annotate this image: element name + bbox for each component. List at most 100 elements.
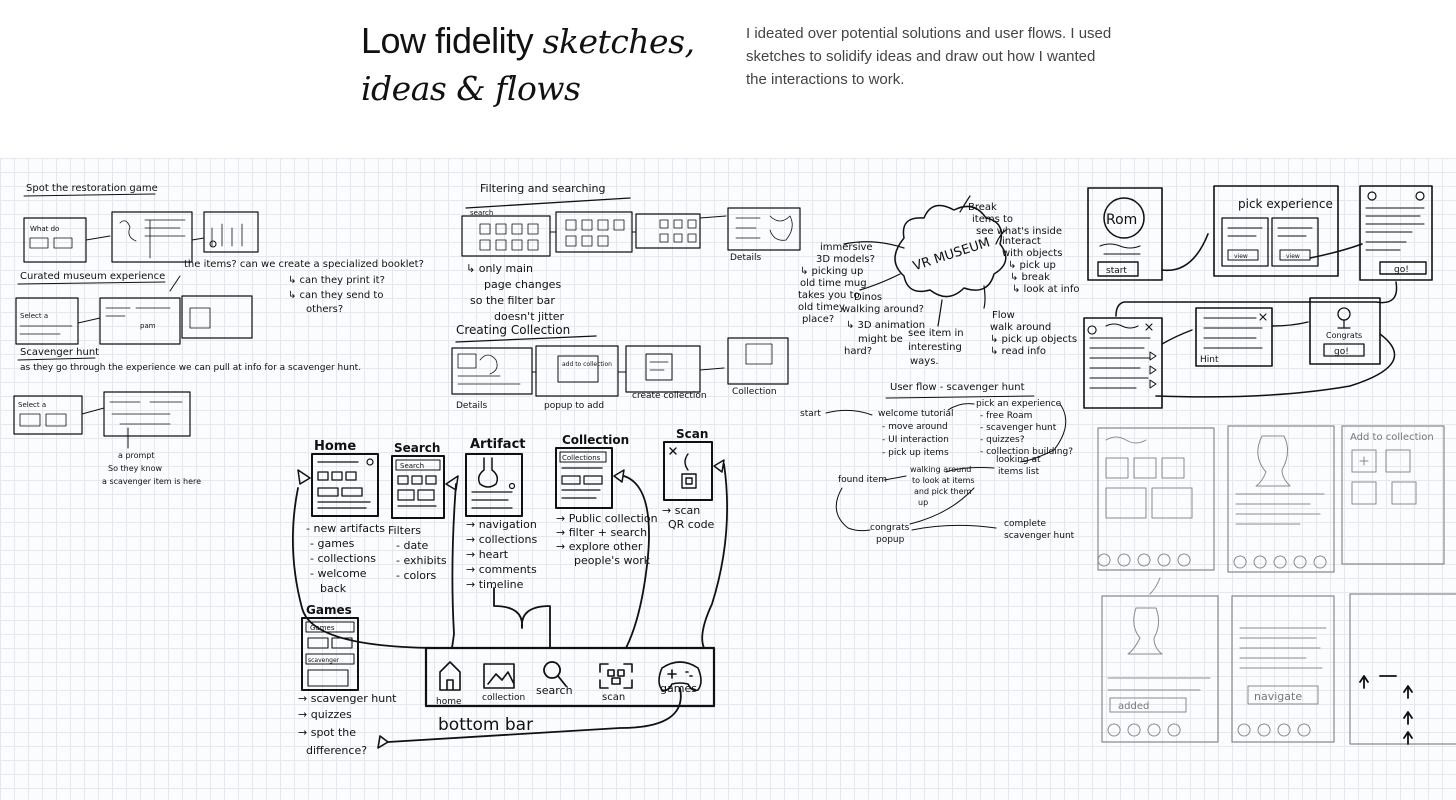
games-note-4: difference? (306, 744, 367, 757)
search-frame (391, 455, 445, 519)
home-avatar (366, 458, 374, 466)
home-note-4: - welcome (310, 567, 367, 580)
wf-arrow-2 (1309, 243, 1363, 259)
search-note-4: - colors (396, 569, 437, 582)
vr-dinos-4: might be (858, 334, 903, 345)
pc-scribble-3 (1351, 449, 1417, 505)
games-card (307, 669, 349, 687)
games-icon (658, 661, 702, 692)
col-label-2: popup to add (544, 401, 604, 411)
filter-underline (465, 197, 631, 209)
pc-frame-2 (1227, 425, 1335, 573)
vr-dinos-2: walking around? (842, 304, 924, 315)
uf-congrats-2: popup (876, 535, 905, 545)
search-note-2: - date (396, 539, 429, 552)
scav-note: as they go through the experience we can… (20, 363, 361, 373)
sketch-group-userflow: User flow - scavenger hunt start welcome… (800, 382, 1075, 545)
home-frame (311, 453, 379, 517)
line-home-bar (291, 487, 445, 649)
col-frame-2 (535, 345, 619, 397)
vr-dinos-5: hard? (844, 346, 872, 357)
uf-start: start (800, 409, 821, 419)
vr-left-1: immersive (820, 242, 873, 253)
wf-pick-btn-b-text: view (1286, 253, 1300, 260)
title-italic-2: ideas & flows (361, 69, 581, 108)
curated-note-arrow (169, 275, 181, 292)
vr-see-2: interesting (908, 342, 962, 353)
uf-congrats-1: congrats (870, 523, 910, 533)
curated-arrow (77, 317, 101, 324)
line-scan-bar (701, 463, 729, 649)
curated-frame-3 (181, 295, 253, 339)
curated-frame-1 (15, 297, 79, 345)
details-label: Details (730, 253, 762, 263)
uf-welcome-4: - pick up items (882, 448, 949, 458)
wf-congrats-trophy (1337, 307, 1351, 321)
spot-box-a (29, 237, 49, 249)
wf-room-frame (1087, 187, 1163, 281)
wf-arrow-4 (1161, 329, 1193, 345)
pc-frame-5 (1231, 595, 1335, 743)
line-search-bar (451, 483, 457, 649)
uf-walking-4: up (918, 498, 928, 507)
scav-arrow (81, 407, 105, 415)
vr-flow-2: walk around (990, 322, 1051, 333)
home-arrowhead (297, 469, 311, 485)
col-box-4 (745, 343, 773, 365)
scav-box-a (19, 413, 41, 427)
search-box-text: Search (400, 462, 424, 470)
home-note-5: back (320, 582, 347, 595)
wf-list-go-text: go! (1394, 265, 1409, 275)
uf-found: found item (838, 475, 887, 485)
pc-added-box (1109, 697, 1187, 713)
uf-welcome-2: - move around (882, 422, 948, 432)
search-label: search (470, 209, 493, 217)
uf-pick-4: - quizzes? (980, 435, 1025, 445)
filter-title: Filtering and searching (480, 182, 606, 195)
wf-list-close (1415, 191, 1425, 201)
wf-hunt-arrows (1149, 351, 1157, 389)
scav-lines (109, 401, 183, 425)
uf-welcome-1: welcome tutorial (878, 409, 954, 419)
home-note-2: - games (310, 537, 355, 550)
curated-lines-2 (105, 307, 171, 317)
vr-dinos-1: Dinos (854, 292, 882, 303)
scan-note-1: → scan (662, 504, 700, 517)
pc-navigate-text: navigate (1254, 690, 1302, 703)
uf-arrow-2 (947, 403, 975, 411)
pc-frame-4 (1101, 595, 1219, 743)
pc-scribble-1 (1105, 436, 1193, 519)
wf-pick-btn-a (1227, 249, 1259, 261)
search-scribble (397, 475, 437, 507)
pc-dots-5 (1237, 723, 1311, 737)
filter-grid-1 (479, 223, 539, 251)
details-scribble (735, 215, 793, 241)
pc-dots-4 (1107, 723, 1181, 737)
scav-note2-2: So they know (108, 464, 163, 473)
wf-hunt-lines (1087, 323, 1153, 389)
wf-room-circle (1103, 197, 1145, 239)
uf-looking-2: items list (998, 467, 1040, 477)
search-title: Search (394, 441, 440, 455)
line-collection-bar (623, 475, 650, 649)
wf-arrow-6 (1155, 333, 1396, 398)
pc-add-title: Add to collection (1350, 432, 1434, 443)
uf-walking-3: and pick them (914, 487, 972, 496)
pc-scribble-2 (1235, 435, 1325, 525)
filter-arrows (549, 215, 727, 233)
wf-room-text: Rom (1106, 212, 1137, 228)
bar-label-games: games (660, 682, 697, 695)
uf-pick-5: - collection building? (980, 447, 1073, 457)
curated-card2-text: pam (140, 322, 156, 330)
uf-arrow-6 (835, 487, 871, 532)
popup-text: add to collection (562, 361, 612, 368)
creating-underline (455, 335, 597, 343)
col-frame-4 (727, 337, 789, 385)
col-lines-3 (649, 361, 669, 371)
filter-frame-1 (461, 215, 551, 257)
curated-box (189, 307, 211, 329)
pc-frame-6 (1349, 593, 1456, 745)
vr-see-3: ways. (910, 356, 939, 367)
filter-grid-3 (659, 219, 697, 243)
scav-card-text: Select a (18, 401, 46, 409)
